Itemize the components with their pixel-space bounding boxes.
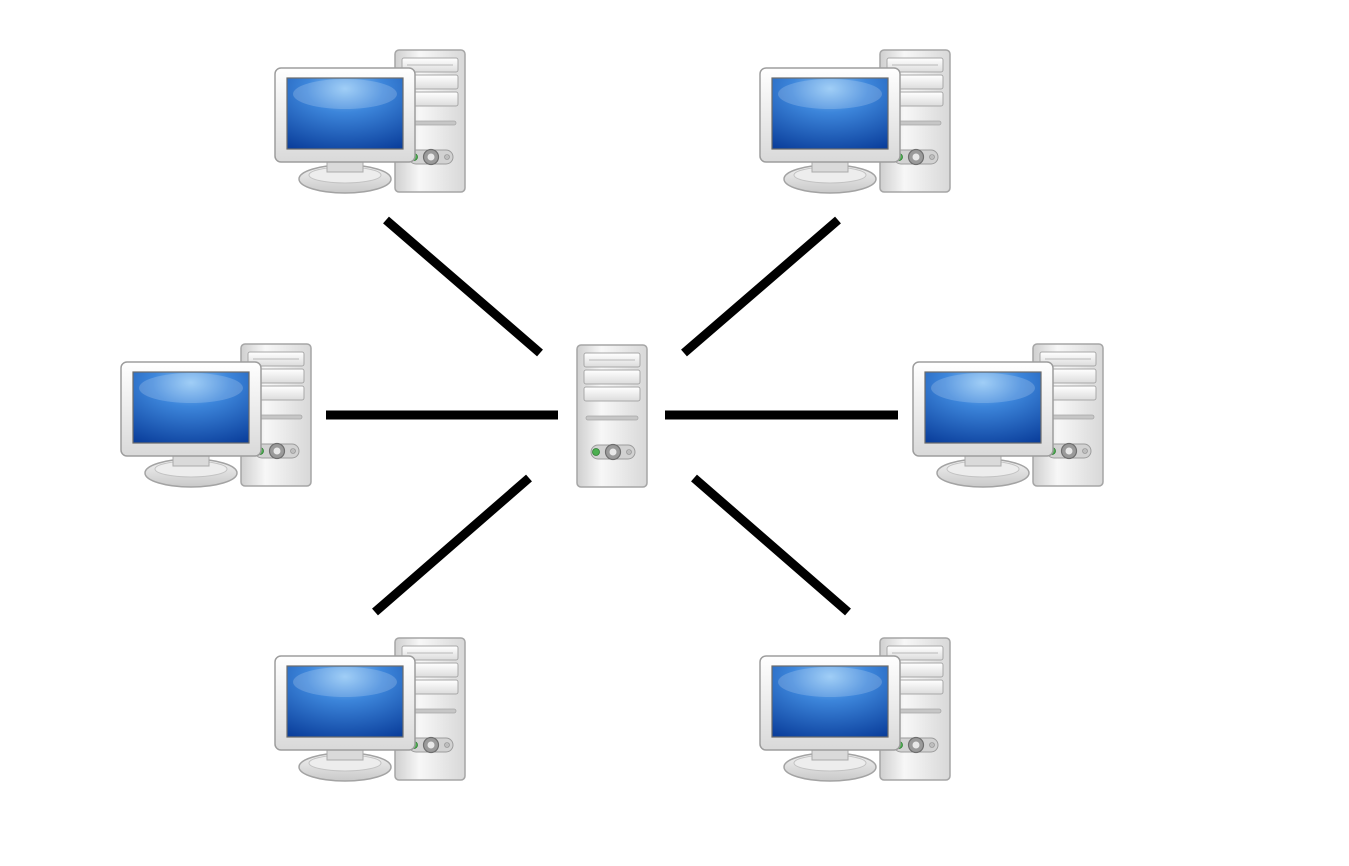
workstation-bottom-right[interactable] — [760, 638, 950, 781]
workstation-top-left[interactable] — [275, 50, 465, 193]
workstation-icon — [275, 638, 465, 781]
workstation-icon — [913, 344, 1103, 487]
link-top-right — [681, 216, 841, 357]
workstation-middle-right[interactable] — [913, 344, 1103, 487]
workstation-top-right[interactable] — [760, 50, 950, 193]
workstation-icon — [275, 50, 465, 193]
workstation-icon — [760, 638, 950, 781]
network-links — [326, 216, 898, 616]
link-bottom-left — [372, 474, 532, 616]
workstation-bottom-left[interactable] — [275, 638, 465, 781]
link-top-left — [383, 216, 543, 357]
link-bottom-right — [691, 474, 851, 616]
workstation-icon — [760, 50, 950, 193]
server-tower-icon — [576, 344, 648, 488]
workstation-icon — [121, 344, 311, 487]
hub-server[interactable] — [576, 344, 648, 488]
workstation-middle-left[interactable] — [121, 344, 311, 487]
